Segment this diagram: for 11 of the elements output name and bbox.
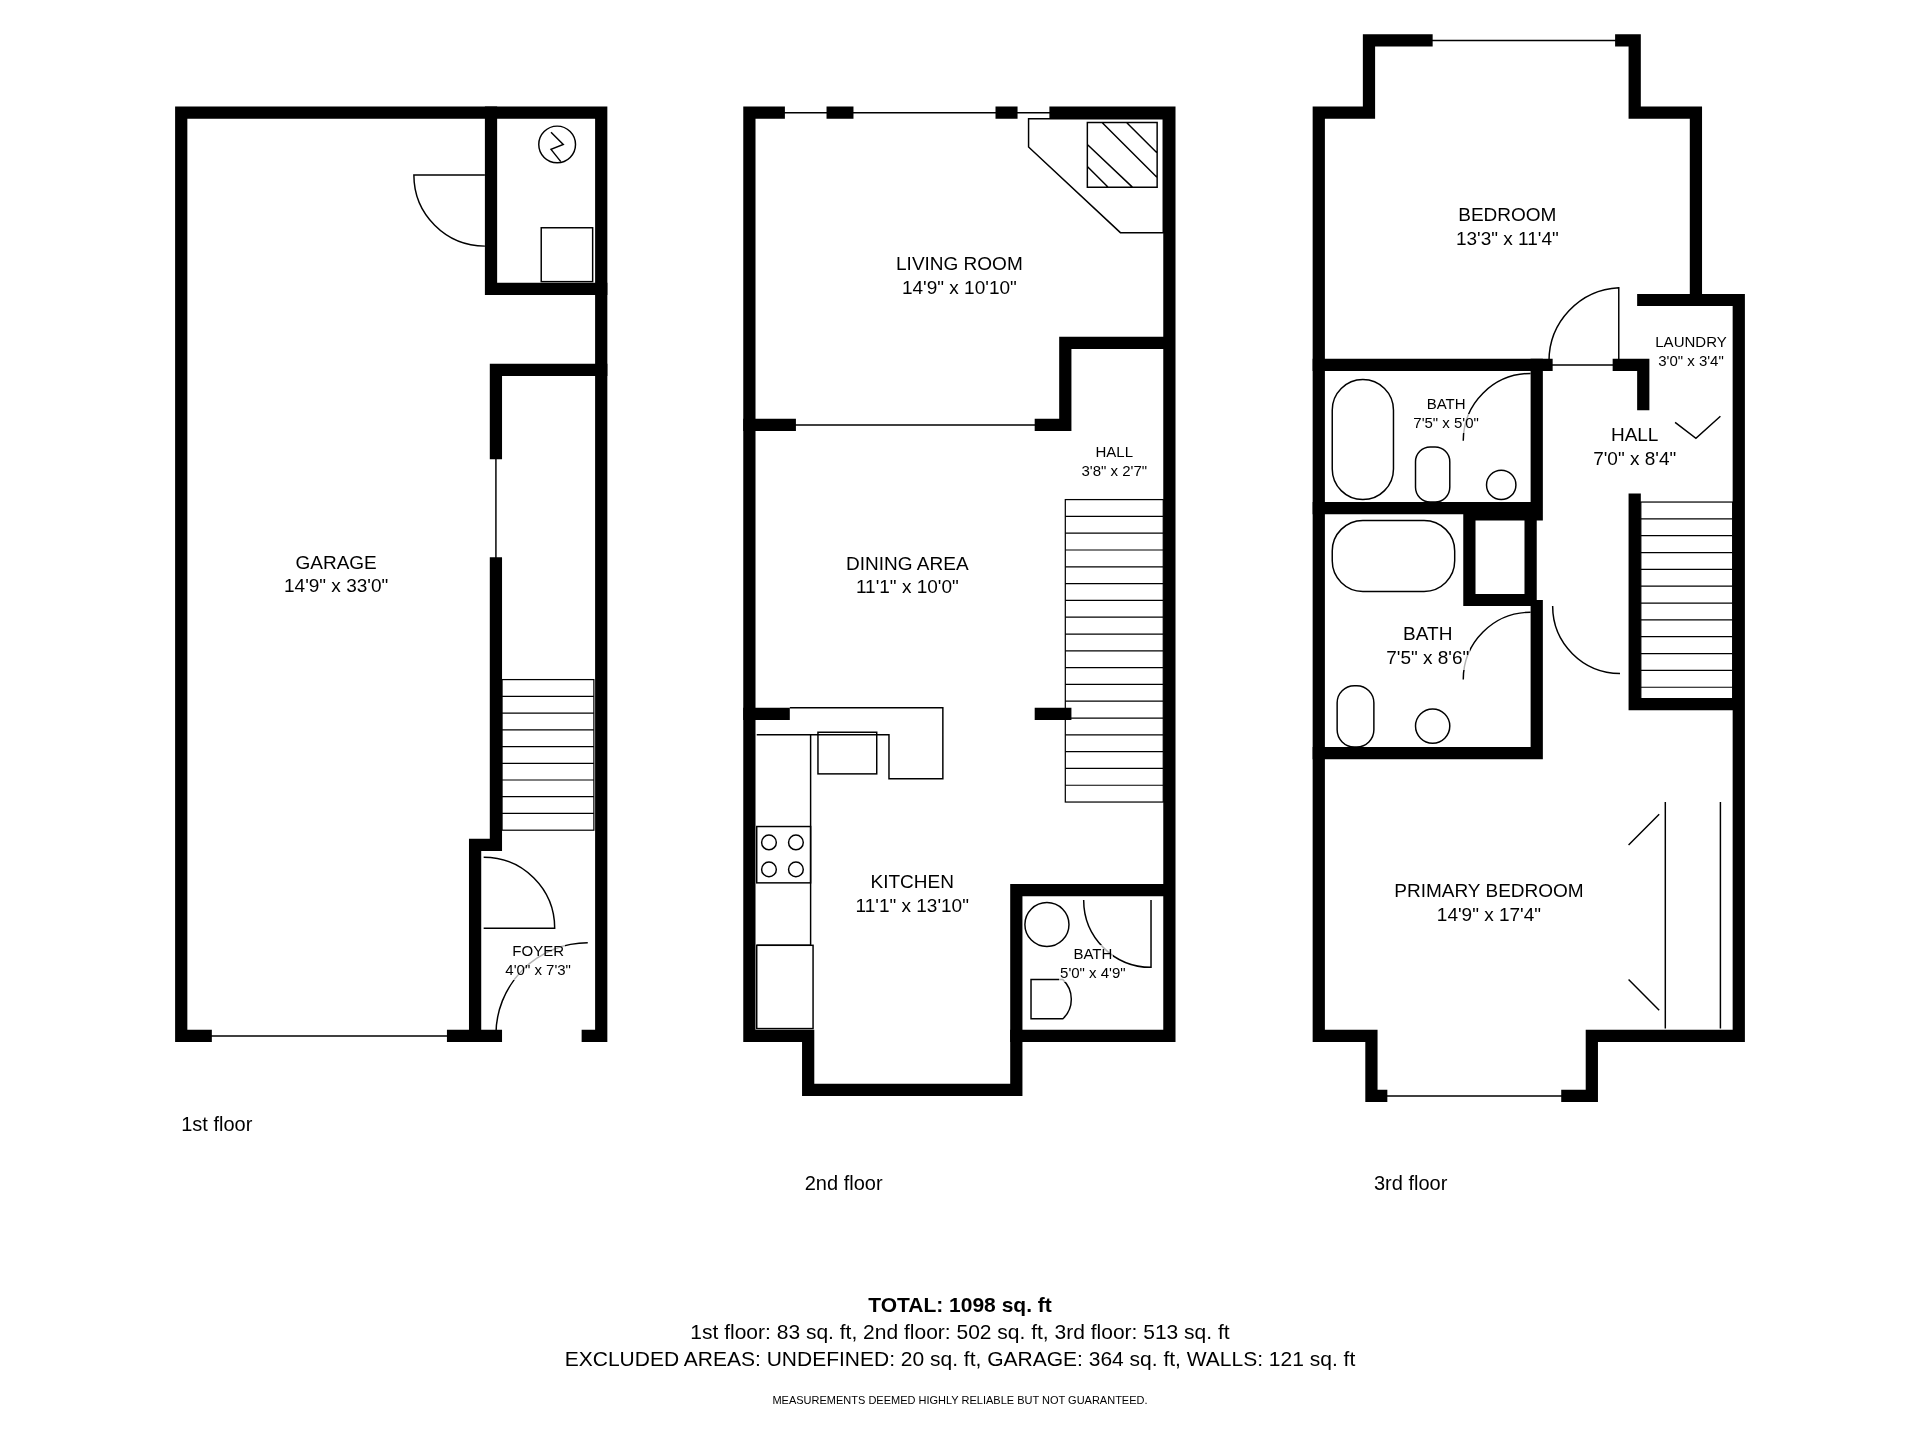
floor-name: 2nd floor <box>804 1170 883 1196</box>
room-name: FOYER <box>511 942 565 962</box>
room-dimensions: 7'5" x 8'6" <box>1385 645 1471 670</box>
room-dimensions: 4'0" x 7'3" <box>504 961 572 980</box>
total-area: TOTAL: 1098 sq. ft <box>868 1291 1052 1320</box>
area-summary: EXCLUDED AREAS: UNDEFINED: 20 sq. ft, GARAGE: 364 sq. ft, WALLS: 121 sq. ft <box>564 1346 1356 1373</box>
disclaimer-note: MEASUREMENTS DEEMED HIGHLY RELIABLE BUT NOT GUARANTEED. <box>772 1392 1148 1408</box>
room-dimensions: 7'5" x 5'0" <box>1412 413 1480 433</box>
floor-name: 3rd floor <box>1373 1170 1448 1196</box>
floor-name: 1st floor <box>181 1112 253 1138</box>
area-summary: 1st floor: 83 sq. ft, 2nd floor: 502 sq. ft, 3rd floor: 513 sq. ft <box>690 1319 1230 1346</box>
